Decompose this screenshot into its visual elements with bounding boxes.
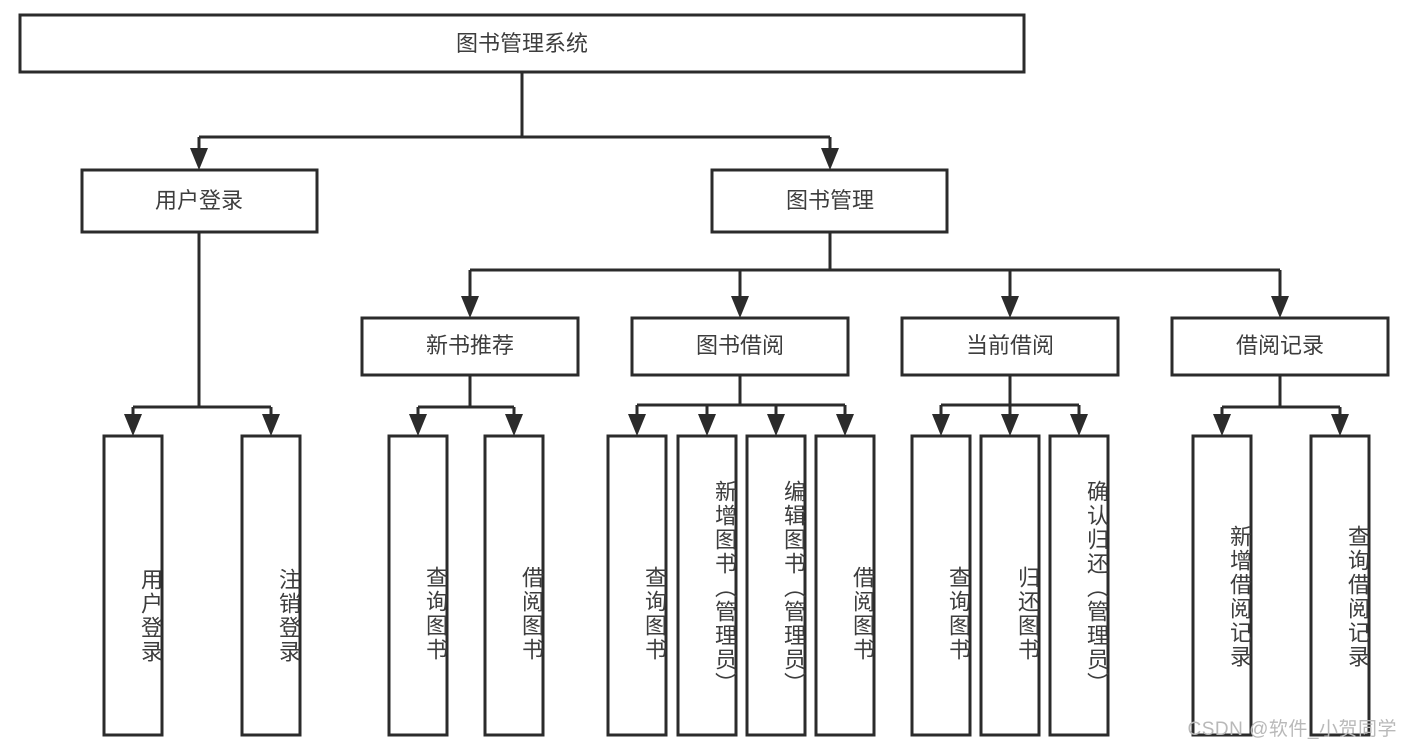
node-new-book-recommend[interactable]: 新书推荐 <box>360 316 580 377</box>
arrow-head-leaf-rec-query-book <box>409 414 427 436</box>
leaf-box-cur-confirm-return[interactable] <box>1048 434 1110 737</box>
node-book-manage[interactable]: 图书管理 <box>710 168 949 234</box>
arrow-head-leaf-brw-query-book <box>628 414 646 436</box>
node-borrow-record-label: 借阅记录 <box>1236 333 1324 358</box>
arrow-head-book-manage <box>821 148 839 170</box>
leaf-boxes-group <box>102 434 1371 737</box>
leaf-box-cur-query-book[interactable] <box>910 434 972 737</box>
arrow-head-leaf-rec-query-record <box>1331 414 1349 436</box>
connector-group-book-borrow <box>628 375 854 436</box>
leaf-box-brw-edit-book[interactable] <box>745 434 807 737</box>
node-book-borrow[interactable]: 图书借阅 <box>630 316 850 377</box>
node-root[interactable]: 图书管理系统 <box>18 13 1026 74</box>
node-book-manage-box[interactable] <box>710 168 949 234</box>
arrow-head-leaf-cur-confirm-return <box>1070 414 1088 436</box>
node-current-borrow-label: 当前借阅 <box>966 333 1054 358</box>
leaf-box-rec-borrow-book[interactable] <box>483 434 545 737</box>
watermark-text: CSDN @软件_小贺同学 <box>1187 719 1397 740</box>
node-new-book-recommend-label: 新书推荐 <box>426 333 514 358</box>
node-borrow-record[interactable]: 借阅记录 <box>1170 316 1390 377</box>
leaf-box-cur-return-book[interactable] <box>979 434 1041 737</box>
connector-group-current-borrow <box>932 375 1088 436</box>
arrow-head-current-borrow <box>1001 296 1019 318</box>
node-book-borrow-box[interactable] <box>630 316 850 377</box>
connector-group-root <box>190 72 839 170</box>
leaf-box-user-login[interactable] <box>102 434 164 737</box>
node-new-book-recommend-box[interactable] <box>360 316 580 377</box>
connector-group-borrow-record <box>1213 375 1349 436</box>
connector-group-user-login <box>124 232 280 436</box>
arrow-head-leaf-user-logout <box>262 414 280 436</box>
node-current-borrow-box[interactable] <box>900 316 1120 377</box>
node-user-login-label: 用户登录 <box>155 188 243 213</box>
connector-group-new-book-recommend <box>409 375 523 436</box>
node-borrow-record-box[interactable] <box>1170 316 1390 377</box>
node-book-borrow-label: 图书借阅 <box>696 333 784 358</box>
arrow-head-user-login <box>190 148 208 170</box>
arrow-head-leaf-brw-edit-book <box>767 414 785 436</box>
node-root-box[interactable] <box>18 13 1026 74</box>
arrow-head-leaf-cur-return-book <box>1001 414 1019 436</box>
arrow-head-borrow-record <box>1271 296 1289 318</box>
node-current-borrow[interactable]: 当前借阅 <box>900 316 1120 377</box>
node-book-manage-label: 图书管理 <box>786 188 874 213</box>
arrow-head-leaf-cur-query-book <box>932 414 950 436</box>
leaf-box-user-logout[interactable] <box>240 434 302 737</box>
arrow-head-leaf-rec-add-record <box>1213 414 1231 436</box>
arrow-head-new-book-recommend <box>461 296 479 318</box>
connector-group-book-manage <box>461 232 1289 318</box>
leaf-box-rec-add-record[interactable] <box>1191 434 1253 737</box>
leaf-box-brw-add-book[interactable] <box>676 434 738 737</box>
leaf-box-rec-query-record[interactable] <box>1309 434 1371 737</box>
arrow-head-leaf-brw-add-book <box>698 414 716 436</box>
leaf-box-brw-borrow-book[interactable] <box>814 434 876 737</box>
arrow-head-leaf-rec-borrow-book <box>505 414 523 436</box>
leaf-box-brw-query-book[interactable] <box>606 434 668 737</box>
arrow-head-book-borrow <box>731 296 749 318</box>
leaf-box-rec-query-book[interactable] <box>387 434 449 737</box>
node-user-login-box[interactable] <box>80 168 319 234</box>
node-user-login[interactable]: 用户登录 <box>80 168 319 234</box>
arrow-head-leaf-brw-borrow-book <box>836 414 854 436</box>
arrow-head-leaf-user-login <box>124 414 142 436</box>
node-root-label: 图书管理系统 <box>456 31 588 56</box>
